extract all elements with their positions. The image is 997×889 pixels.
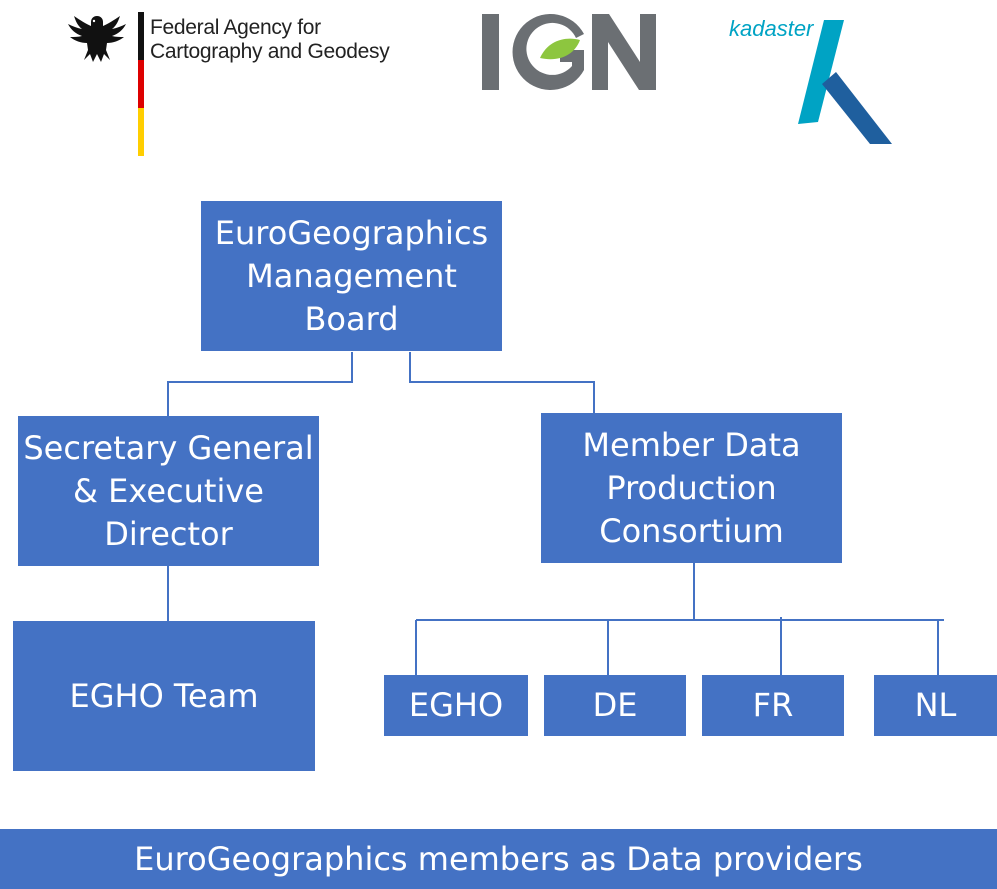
ign-leaf-icon — [540, 38, 580, 60]
member-label: NL — [914, 686, 957, 724]
bkg-name-line1: Federal Agency for — [150, 16, 321, 39]
kadaster-wordmark: kadaster — [729, 16, 814, 41]
german-flag-bar — [138, 12, 144, 156]
secretary-general-label: Secretary General & Executive Director — [23, 428, 314, 553]
egho-team-label: EGHO Team — [69, 676, 259, 715]
member-label: DE — [592, 686, 638, 724]
secretary-general-box: Secretary General & Executive Director — [18, 416, 319, 566]
data-providers-label: EuroGeographics members as Data provider… — [134, 839, 863, 878]
member-label: EGHO — [408, 686, 504, 724]
egho-team-box: EGHO Team — [13, 621, 315, 771]
ign-logo — [478, 10, 660, 96]
member-box-de: DE — [544, 675, 686, 736]
bkg-name-line2: Cartography and Geodesy — [150, 40, 390, 63]
kadaster-logo: kadaster — [724, 12, 896, 148]
consortium-box: Member Data Production Consortium — [541, 413, 842, 563]
consortium-label: Member Data Production Consortium — [582, 425, 801, 550]
data-providers-banner: EuroGeographics members as Data provider… — [0, 829, 997, 889]
member-box-egho: EGHO — [384, 675, 528, 736]
member-label: FR — [752, 686, 794, 724]
management-board-label: EuroGeographics Management Board — [214, 213, 489, 338]
member-box-nl: NL — [874, 675, 997, 736]
management-board-box: EuroGeographics Management Board — [201, 201, 502, 351]
federal-eagle-icon — [68, 16, 126, 62]
bkg-logo: Federal Agency for Cartography and Geode… — [66, 8, 426, 158]
member-box-fr: FR — [702, 675, 844, 736]
